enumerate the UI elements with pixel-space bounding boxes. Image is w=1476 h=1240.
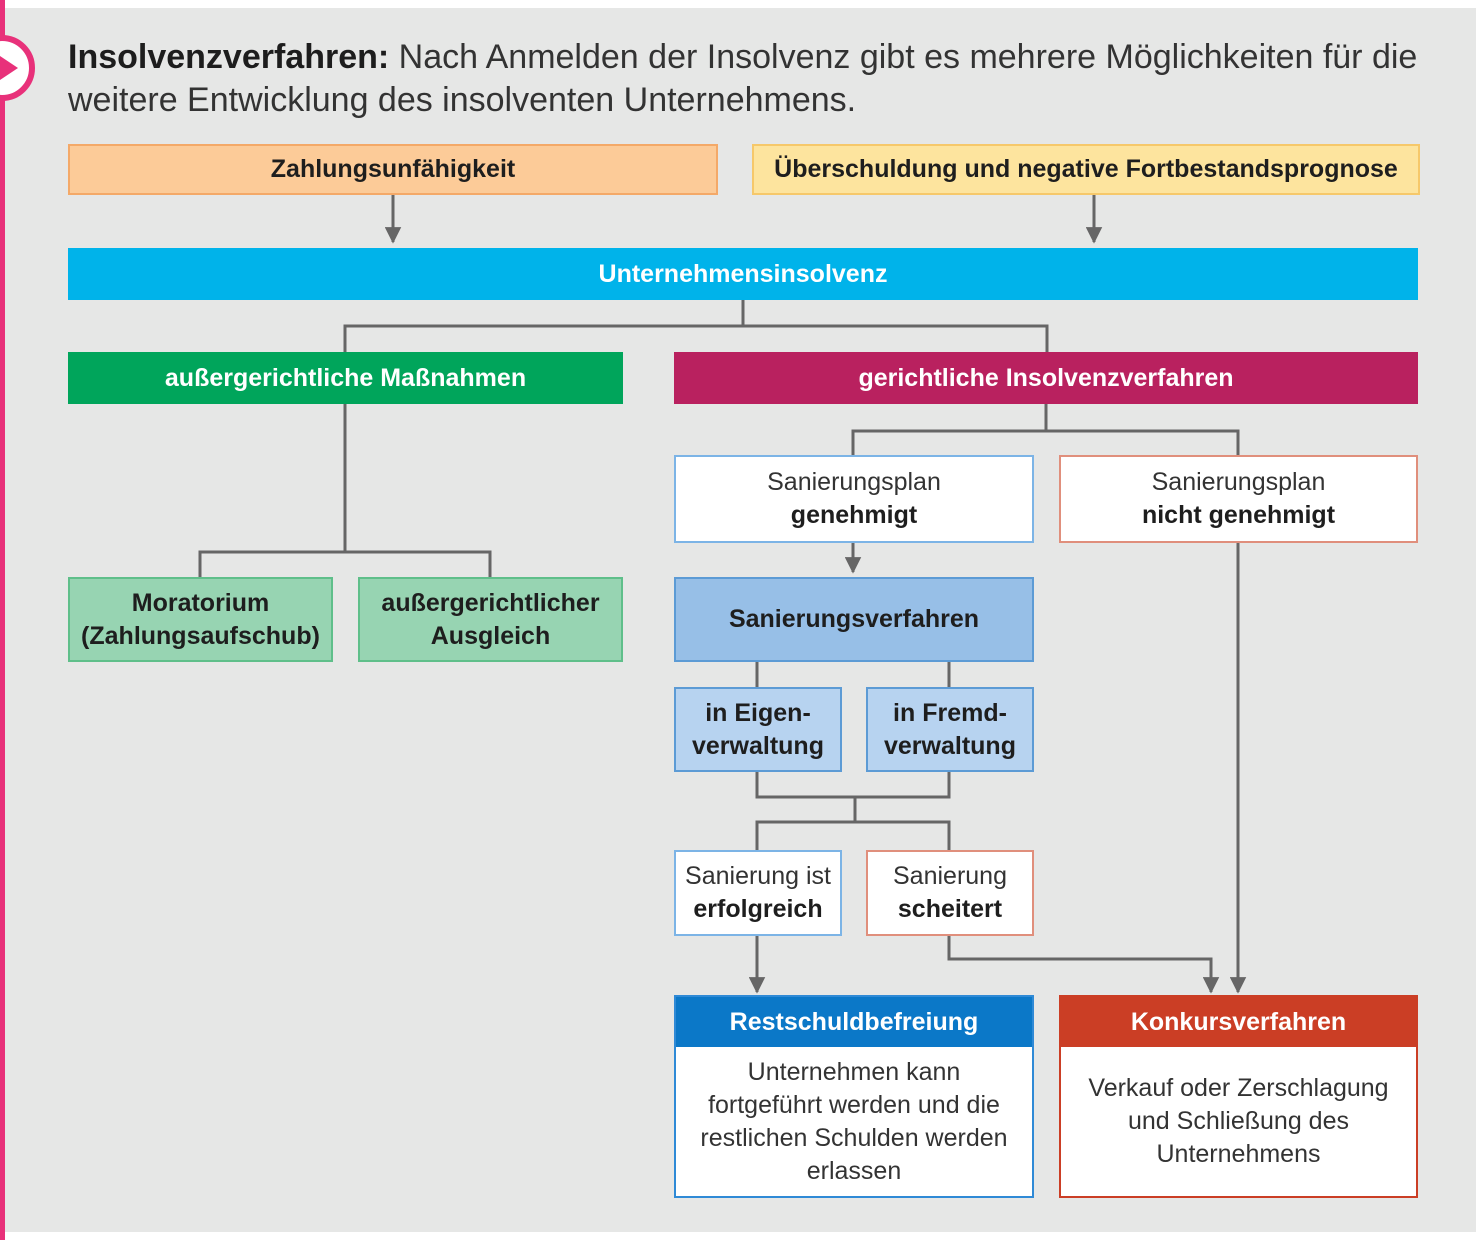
diagram-heading: Insolvenzverfahren: Nach Anmelden der In… — [68, 36, 1428, 122]
node-sanierungsverfahren: Sanierungsverfahren — [674, 577, 1034, 662]
node-ueberschuldung: Überschuldung und negative Fortbestandsp… — [752, 144, 1420, 195]
konkursverfahren-title: Konkursverfahren — [1061, 997, 1416, 1047]
heading-text: Nach Anmelden der Insolvenz gibt es mehr… — [68, 38, 1418, 119]
node-sanierungsplan-nicht-genehmigt: Sanierungsplan nicht genehmigt — [1059, 455, 1418, 543]
restschuldbefreiung-title: Restschuldbefreiung — [676, 997, 1032, 1047]
node-sanierung-scheitert: Sanierung scheitert — [866, 850, 1034, 936]
node-fremdverwaltung: in Fremd- verwaltung — [866, 687, 1034, 772]
node-eigenverwaltung: in Eigen- verwaltung — [674, 687, 842, 772]
accent-stripe — [0, 0, 5, 1240]
node-sanierungsplan-genehmigt: Sanierungsplan genehmigt — [674, 455, 1034, 543]
node-unternehmensinsolvenz: Unternehmensinsolvenz — [68, 248, 1418, 300]
node-konkursverfahren: Konkursverfahren Verkauf oder Zerschlagu… — [1059, 995, 1418, 1198]
heading-bold: Insolvenzverfahren: — [68, 38, 390, 76]
konkursverfahren-description: Verkauf oder Zerschlagung und Schließung… — [1088, 1074, 1389, 1168]
node-aussergerichtliche-massnahmen: außergerichtliche Maßnahmen — [68, 352, 623, 404]
node-sanierung-erfolgreich: Sanierung ist erfolgreich — [674, 850, 842, 936]
restschuldbefreiung-description: Unternehmen kann fortgeführt werden und … — [700, 1057, 1008, 1185]
node-restschuldbefreiung: Restschuldbefreiung Unternehmen kann for… — [674, 995, 1034, 1198]
node-zahlungsunfaehigkeit: Zahlungsunfähigkeit — [68, 144, 718, 195]
node-gerichtliche-insolvenzverfahren: gerichtliche Insolvenzverfahren — [674, 352, 1418, 404]
play-icon[interactable] — [0, 28, 44, 108]
node-aussergerichtlicher-ausgleich: außergerichtlicher Ausgleich — [358, 577, 623, 662]
node-moratorium: Moratorium (Zahlungsaufschub) — [68, 577, 333, 662]
